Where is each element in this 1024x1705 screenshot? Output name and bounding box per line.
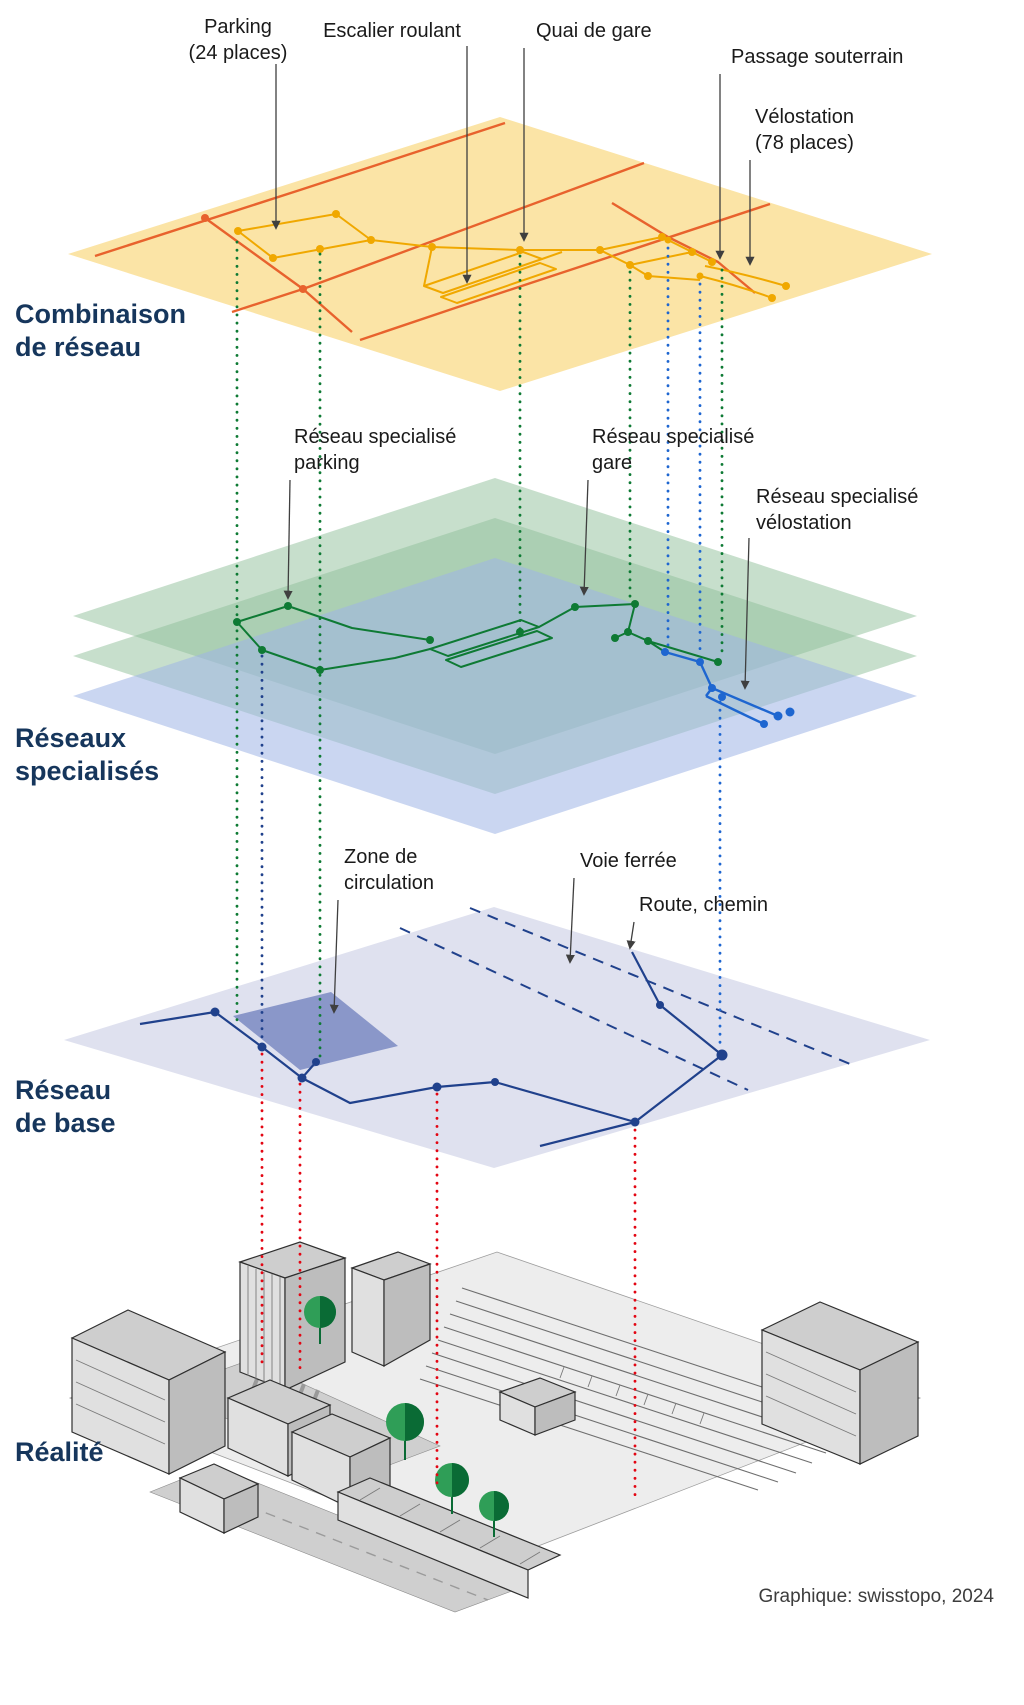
label-passage-souterrain: Passage souterrain xyxy=(731,46,904,68)
tree xyxy=(304,1296,336,1344)
tree xyxy=(386,1403,424,1460)
building-row-houses xyxy=(336,1477,562,1599)
label-zone-de-circulation: Zone de circulation xyxy=(344,846,435,894)
graphic-credit: Graphique: swisstopo, 2024 xyxy=(758,1586,994,1607)
label-voie-ferree: Voie ferrée xyxy=(580,850,677,872)
building-right-gable xyxy=(760,1301,920,1465)
layer-base-network xyxy=(139,907,856,1148)
building-left-warehouse xyxy=(70,1309,227,1475)
building-slab-2 xyxy=(350,1251,432,1368)
reality-city xyxy=(68,1241,922,1613)
building-house-3 xyxy=(178,1463,260,1534)
railway-tracks xyxy=(419,1287,863,1491)
layer-base-plane xyxy=(64,907,930,1168)
building-house-2 xyxy=(290,1413,392,1509)
label-parking: Parking (24 places) xyxy=(188,16,288,64)
label-velostation: Vélostation (78 places) xyxy=(755,106,854,154)
layer-specialises-network-green xyxy=(233,600,722,674)
label-escalier-roulant: Escalier roulant xyxy=(323,20,461,42)
section-title-realite: Réalité xyxy=(15,1437,104,1467)
annotation-arrows xyxy=(271,46,755,1014)
building-station xyxy=(498,1377,577,1436)
layer-specialises-network-blue xyxy=(661,648,795,728)
layer-specialises-planes xyxy=(73,478,917,834)
label-reseau-specialise-parking: Réseau specialisé parking xyxy=(294,426,457,474)
label-route-chemin: Route, chemin xyxy=(639,894,768,916)
section-title-base: Réseau de base xyxy=(15,1075,116,1138)
label-reseau-specialise-gare: Réseau specialisé gare xyxy=(592,426,755,474)
tree xyxy=(479,1491,509,1537)
layer-combinaison-network xyxy=(234,210,790,304)
tree xyxy=(435,1463,469,1514)
label-reseau-specialise-velostation: Réseau specialisé vélostation xyxy=(756,486,919,534)
correspondence-dotted-lines xyxy=(235,240,724,1502)
section-title-specialises: Réseaux specialisés xyxy=(15,723,160,786)
layer-combinaison-plane xyxy=(68,117,932,391)
section-title-combinaison: Combinaison de réseau xyxy=(15,299,187,362)
label-quai-de-gare: Quai de gare xyxy=(536,20,652,42)
zone-de-circulation-area xyxy=(233,992,398,1070)
